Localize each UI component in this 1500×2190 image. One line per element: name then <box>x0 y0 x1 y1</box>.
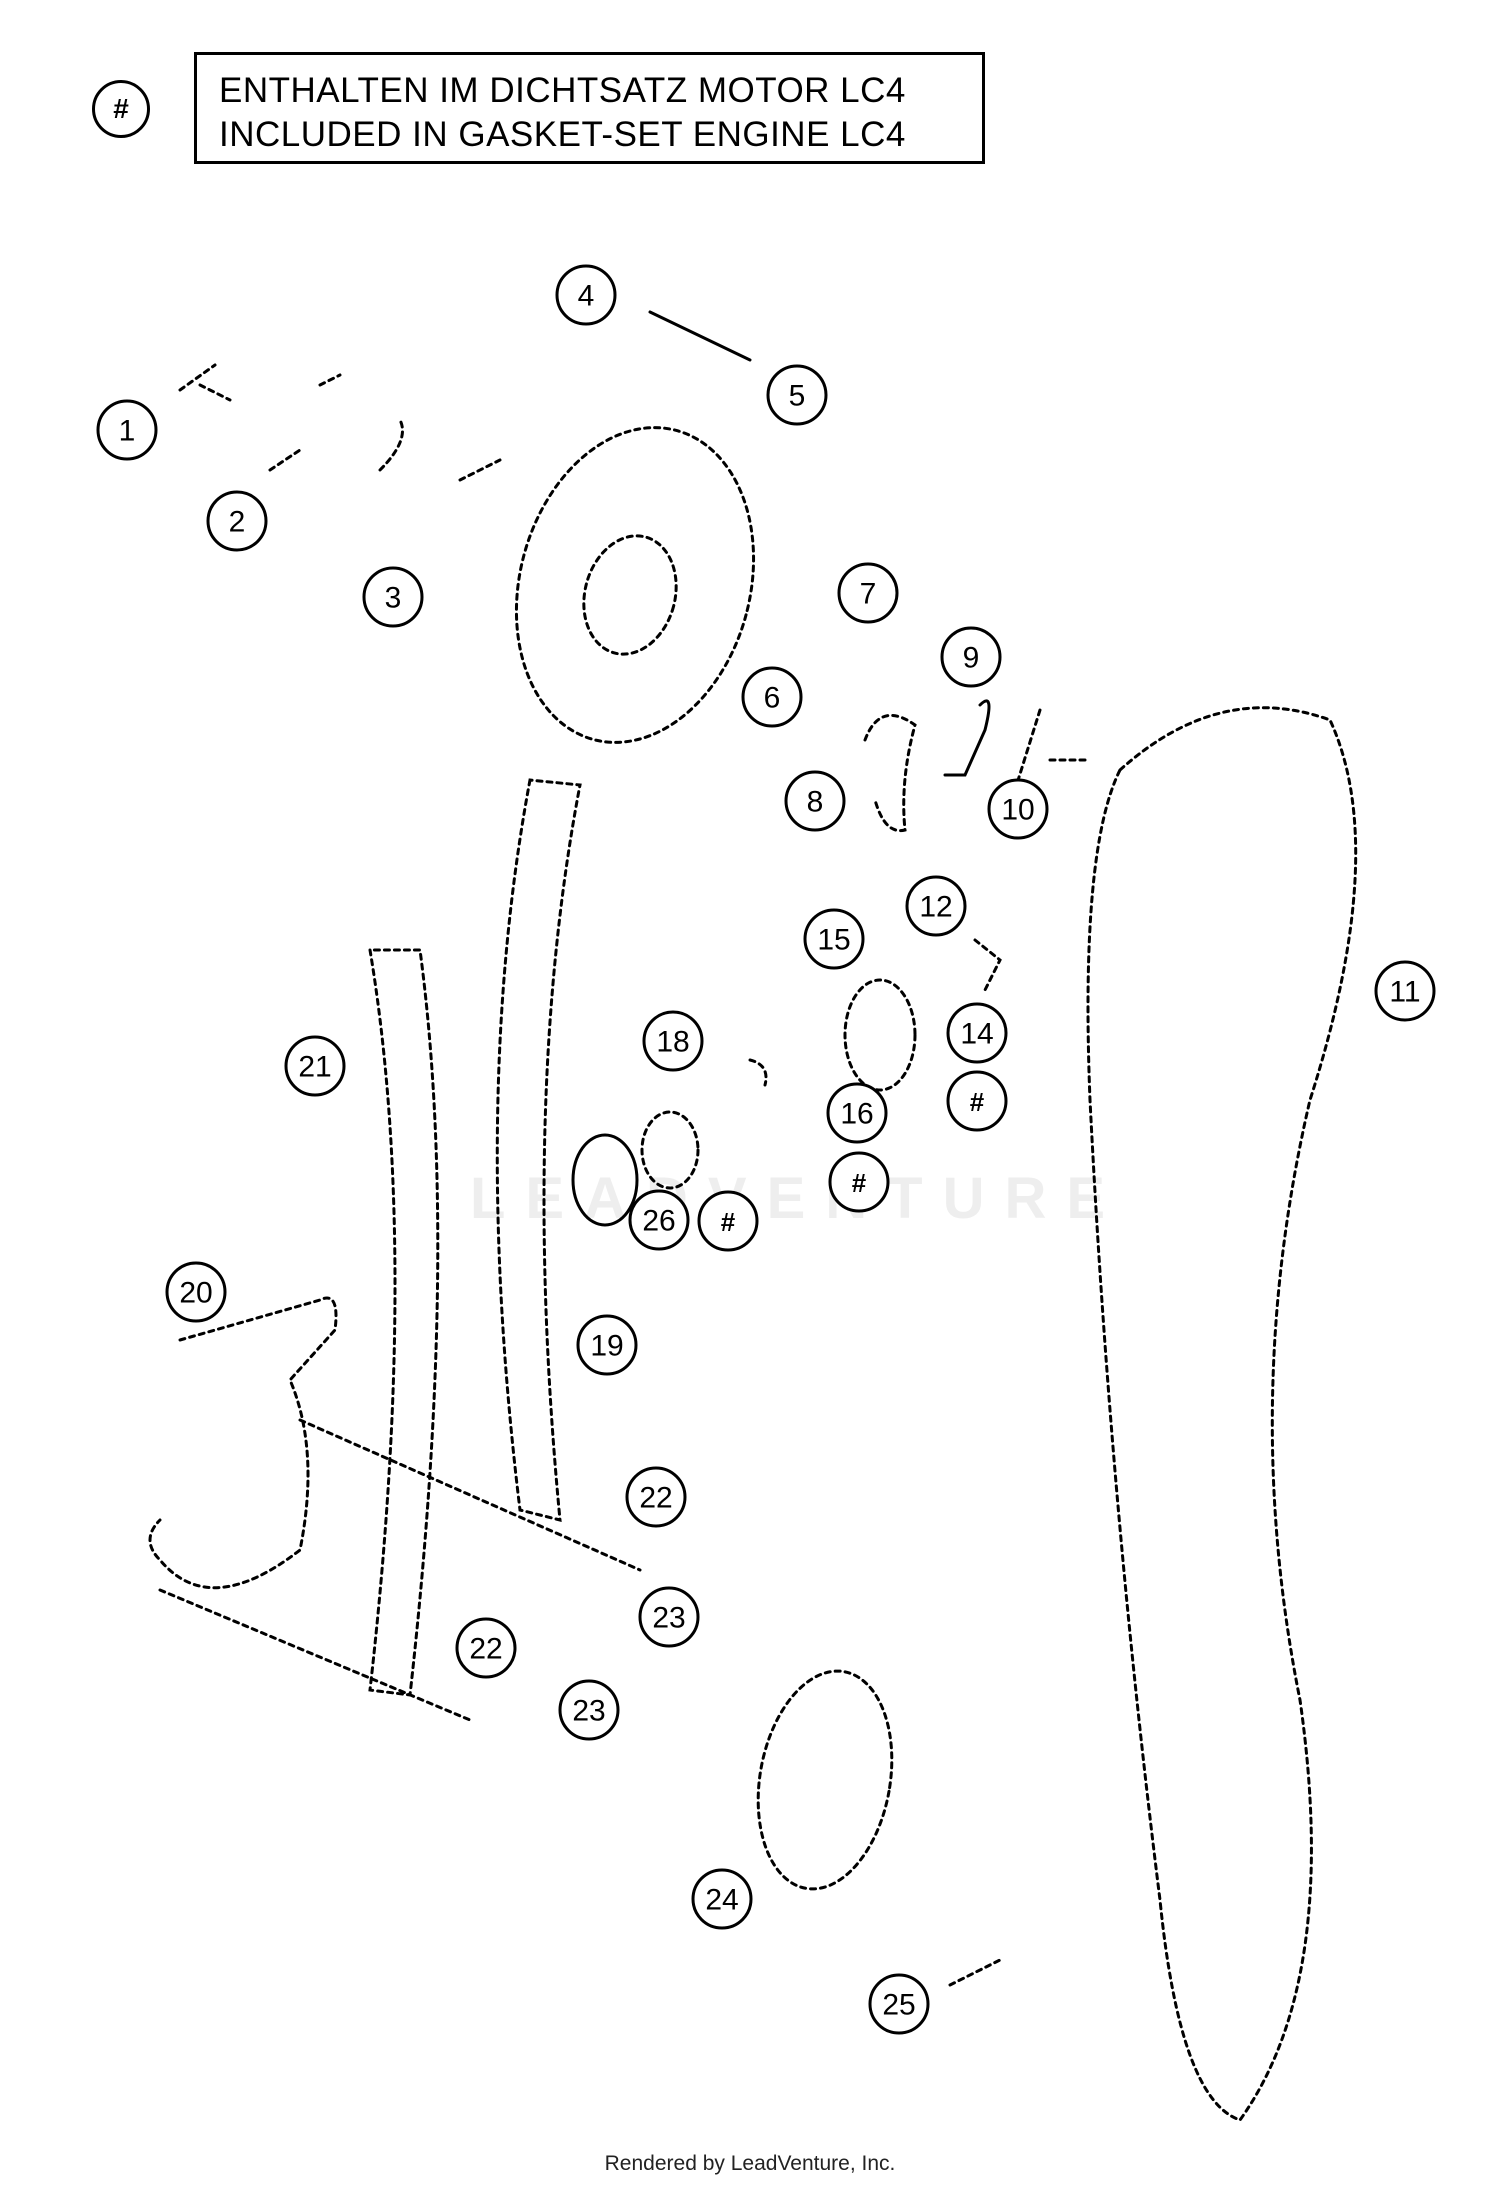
callout-circle <box>625 1466 687 1528</box>
tensioner-part <box>973 938 1002 992</box>
callout-part-1: 1 <box>119 415 136 448</box>
callout-circle <box>362 566 424 628</box>
callout-circle <box>642 1010 704 1072</box>
callout-circle <box>828 1151 890 1213</box>
callout-circle <box>766 364 828 426</box>
callout-part-14: 14 <box>960 1018 993 1051</box>
callout-part-7: 7 <box>860 578 877 611</box>
callout-circle <box>576 1314 638 1376</box>
callout-circle <box>837 562 899 624</box>
callout-circle <box>987 778 1049 840</box>
plunger-part <box>640 1110 700 1190</box>
callout-part-6: 6 <box>764 682 781 715</box>
callout-circle <box>784 770 846 832</box>
callout-part-20: 20 <box>179 1277 212 1310</box>
callout-part-26: 26 <box>642 1205 675 1238</box>
guide-rail-part <box>495 778 582 1522</box>
o-ring-part <box>571 1133 639 1227</box>
callout-circle <box>558 1679 620 1741</box>
callout-part-4: 4 <box>578 280 595 313</box>
legend-text-german: ENTHALTEN IM DICHTSATZ MOTOR LC4 <box>219 71 906 110</box>
callout-circle <box>741 666 803 728</box>
spacer-part <box>378 418 502 482</box>
callout-part-10: 10 <box>1001 794 1034 827</box>
tensioning-rail-part <box>368 948 440 1697</box>
bolt-part <box>178 363 232 402</box>
callout-gasket-marker: # <box>852 1168 867 1198</box>
pin-part <box>648 310 752 362</box>
gasket-set-symbol: # <box>92 80 150 138</box>
callout-part-21: 21 <box>298 1051 331 1084</box>
callout-circle <box>165 1261 227 1323</box>
callout-part-9: 9 <box>963 642 980 675</box>
callout-part-23: 23 <box>572 1695 605 1728</box>
washer-part <box>268 373 342 472</box>
callout-circle <box>96 399 158 461</box>
callout-circle <box>628 1189 690 1251</box>
callout-circle <box>697 1190 759 1252</box>
callout-circle <box>940 626 1002 688</box>
callout-part-8: 8 <box>807 786 824 819</box>
callout-part-16: 16 <box>840 1098 873 1131</box>
credit-text: Rendered by LeadVenture, Inc. <box>604 2152 896 2175</box>
screw-part <box>1013 708 1087 792</box>
callout-part-3: 3 <box>385 582 402 615</box>
seal-part <box>748 1058 768 1087</box>
callout-circle <box>946 1002 1008 1064</box>
bolt-line-part <box>158 1418 642 1722</box>
callout-circle <box>905 875 967 937</box>
camshaft-sprocket-hub <box>582 534 678 656</box>
legend-box: ENTHALTEN IM DICHTSATZ MOTOR LC4 INCLUDE… <box>194 52 985 164</box>
camshaft-sprocket-part <box>514 426 756 744</box>
key-part <box>948 1958 1002 1987</box>
callout-gasket-marker: # <box>970 1087 985 1117</box>
callout-part-25: 25 <box>882 1989 915 2022</box>
callout-part-22: 22 <box>469 1633 502 1666</box>
callout-circle <box>803 908 865 970</box>
callout-circle <box>691 1868 753 1930</box>
callout-part-19: 19 <box>590 1330 623 1363</box>
callout-gasket-marker: # <box>721 1207 736 1237</box>
chain-guide-holder-part <box>148 1296 338 1590</box>
callout-circle <box>946 1070 1008 1132</box>
callout-circle <box>455 1617 517 1679</box>
lever-part <box>863 714 917 833</box>
callout-part-24: 24 <box>705 1884 738 1917</box>
callout-circle <box>555 264 617 326</box>
spring-part <box>943 699 991 777</box>
crankshaft-sprocket-part <box>756 1669 894 1891</box>
callout-part-12: 12 <box>919 891 952 924</box>
timing-chain-part <box>1086 706 1358 2122</box>
callout-part-15: 15 <box>817 924 850 957</box>
callout-part-23: 23 <box>652 1602 685 1635</box>
callout-part-5: 5 <box>789 380 806 413</box>
callout-circle <box>638 1586 700 1648</box>
callout-part-2: 2 <box>229 506 246 539</box>
callout-circle <box>868 1973 930 2035</box>
callout-circle <box>826 1082 888 1144</box>
legend-text-english: INCLUDED IN GASKET-SET ENGINE LC4 <box>219 115 906 154</box>
callout-circle <box>206 490 268 552</box>
callout-part-11: 11 <box>1389 976 1420 1009</box>
tensioner-plug-part <box>843 978 917 1092</box>
callout-part-22: 22 <box>639 1482 672 1515</box>
callout-circle <box>1374 960 1436 1022</box>
callout-part-18: 18 <box>656 1026 689 1059</box>
callout-circle <box>284 1035 346 1097</box>
